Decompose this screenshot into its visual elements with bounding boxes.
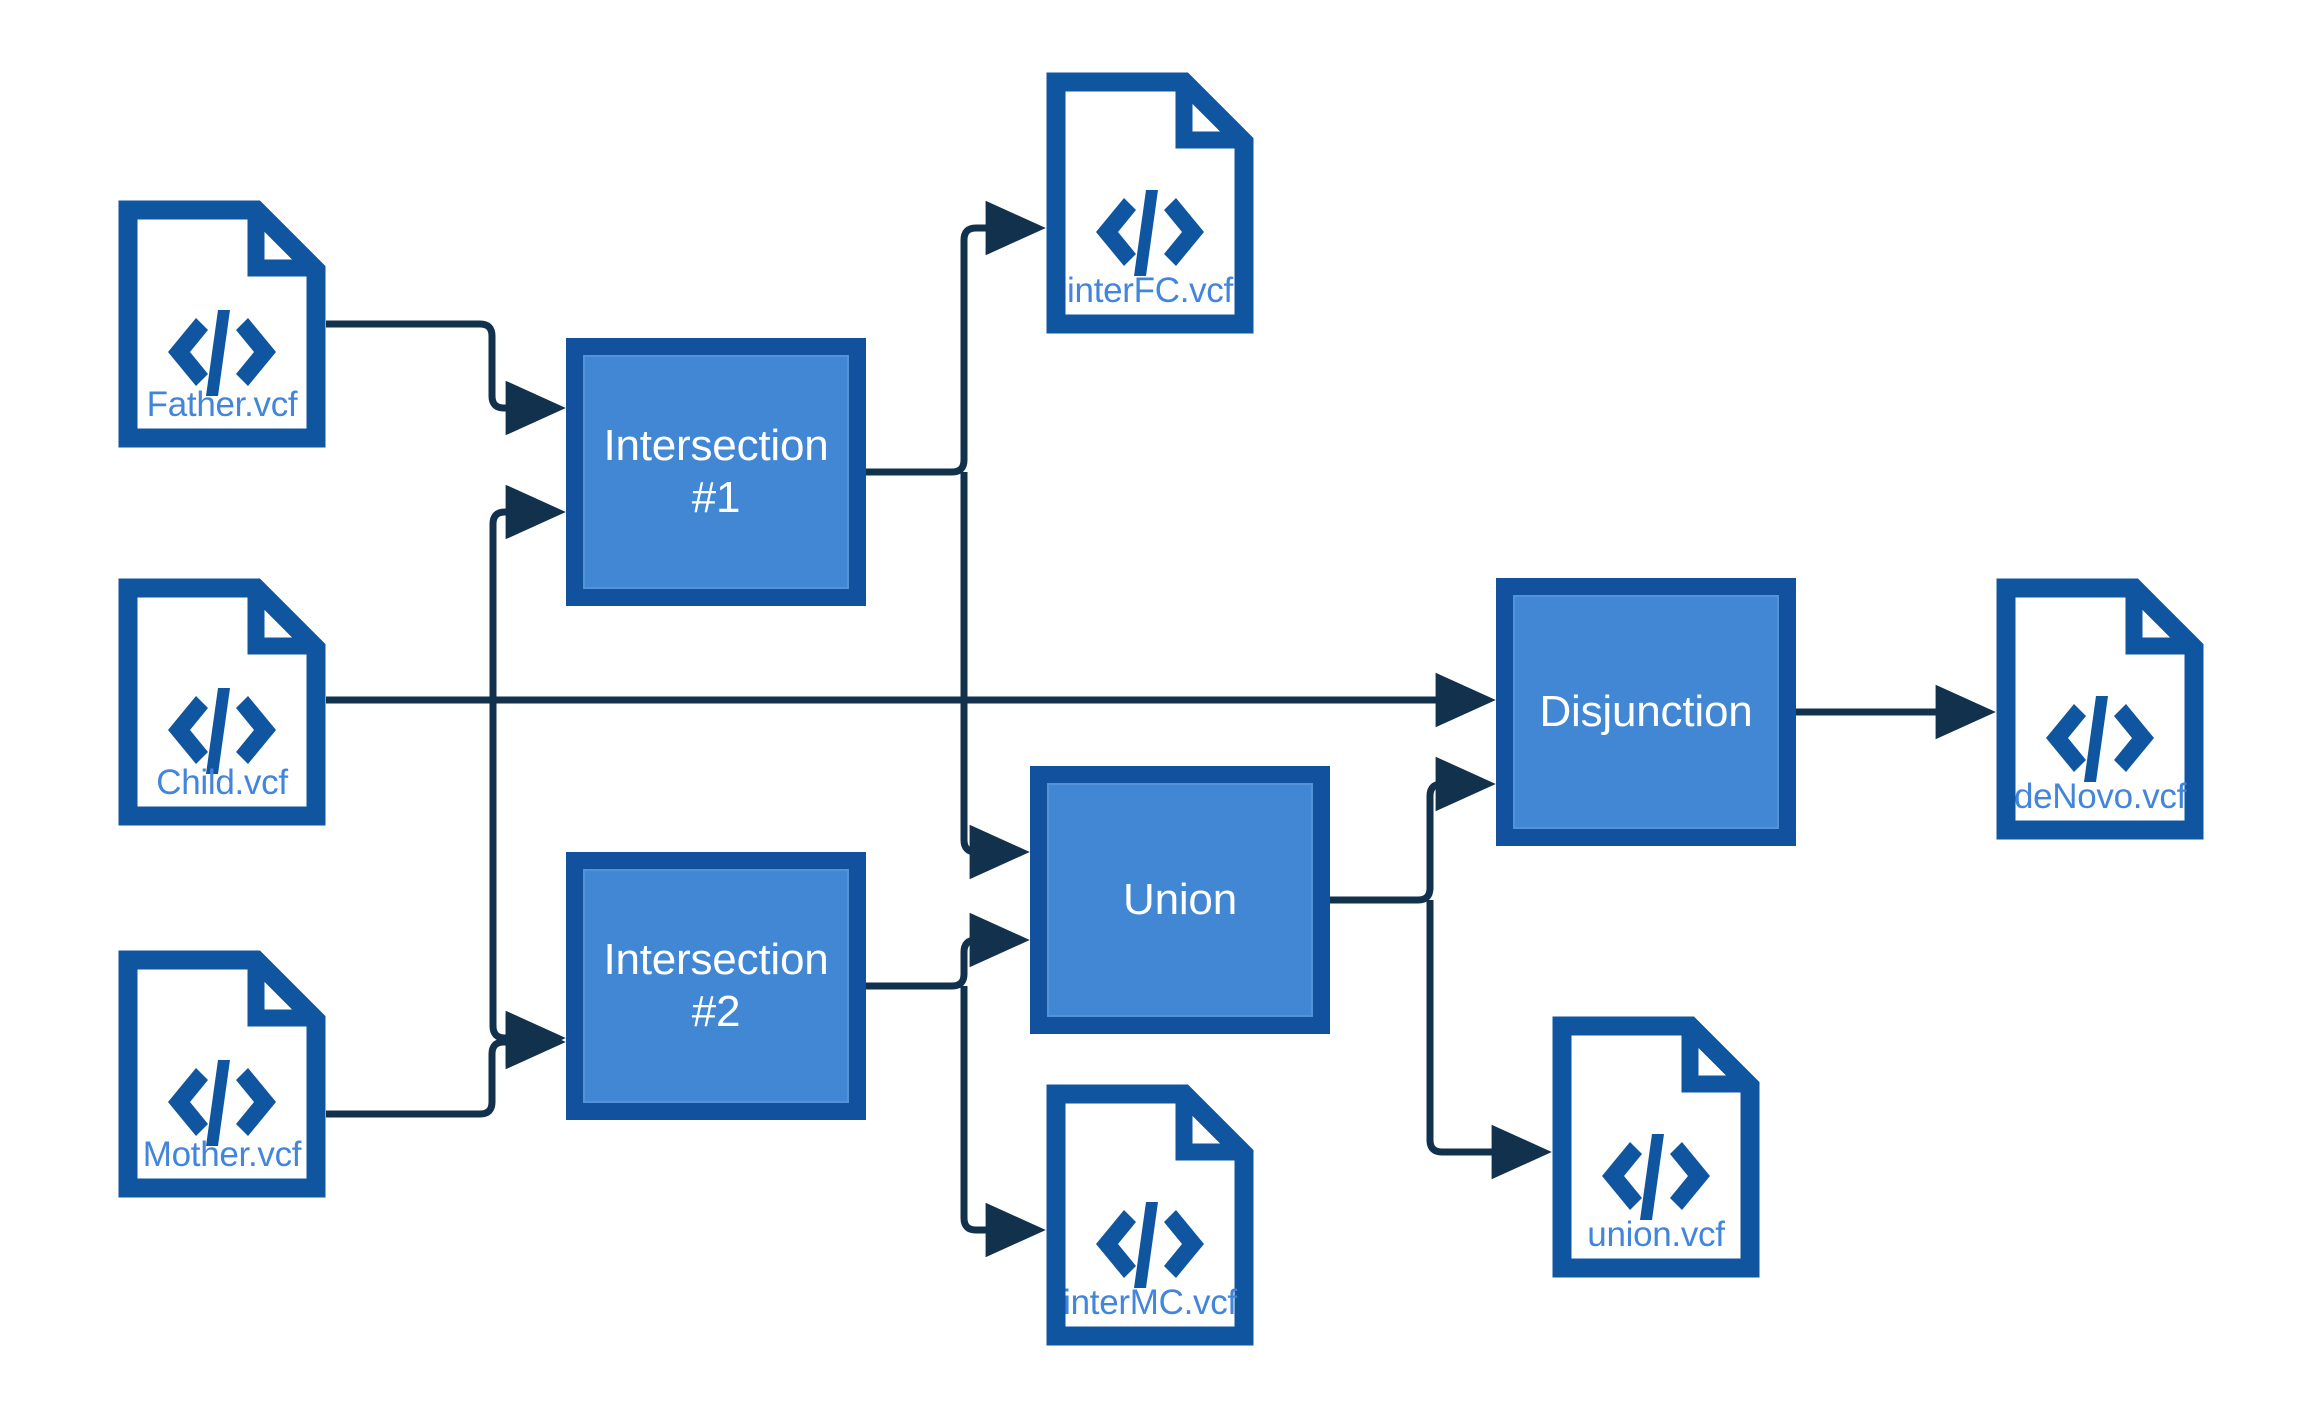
edge-intersection2-to-intermc [960, 986, 1046, 1258]
process-label: Disjunction [1539, 687, 1753, 737]
file-node-mother[interactable]: Mother.vcf [118, 950, 326, 1198]
code-file-icon [1046, 72, 1254, 334]
code-file-icon [118, 578, 326, 826]
file-label: Father.vcf [146, 385, 298, 424]
code-file-icon [118, 200, 326, 448]
process-box-intersection-2[interactable]: Intersection#2 [566, 852, 866, 1120]
file-label: interMC.vcf [1063, 1283, 1237, 1322]
file-node-father[interactable]: Father.vcf [118, 200, 326, 448]
edge-child-to-intersection1 [489, 484, 566, 700]
edge-intersection1-to-union [960, 472, 1030, 880]
code-glyph [2046, 696, 2154, 782]
file-label: union.vcf [1587, 1215, 1725, 1254]
file-node-child[interactable]: Child.vcf [118, 578, 326, 826]
file-label: interFC.vcf [1067, 271, 1233, 310]
edge-union-to-disjunction [1330, 756, 1496, 904]
file-node-intermc[interactable]: interMC.vcf [1046, 1084, 1254, 1346]
code-glyph [1602, 1134, 1710, 1220]
file-node-interfc[interactable]: interFC.vcf [1046, 72, 1254, 334]
process-label: Intersection#1 [603, 421, 829, 522]
code-file-icon [1552, 1016, 1760, 1278]
edge-union-to-unionfile [1426, 900, 1552, 1180]
file-node-denovo[interactable]: deNovo.vcf [1996, 578, 2204, 840]
edge-intersection2-to-union [866, 912, 1030, 990]
code-file-icon [1046, 1084, 1254, 1346]
file-node-union[interactable]: union.vcf [1552, 1016, 1760, 1278]
edge-child-to-intersection2 [489, 700, 566, 1066]
code-glyph [168, 310, 276, 396]
process-box-intersection-1[interactable]: Intersection#1 [566, 338, 866, 606]
code-file-icon [118, 950, 326, 1198]
edge-mother-to-intersection2 [326, 1014, 566, 1118]
file-label: Mother.vcf [142, 1135, 302, 1174]
process-box-disjunction[interactable]: Disjunction [1496, 578, 1796, 846]
file-label: deNovo.vcf [2013, 777, 2187, 816]
code-glyph [168, 688, 276, 774]
file-label: Child.vcf [156, 763, 288, 802]
process-box-union[interactable]: Union [1030, 766, 1330, 1034]
process-label: Union [1123, 875, 1237, 925]
code-glyph [1096, 190, 1204, 276]
edge-intersection1-to-interfc [866, 200, 1046, 476]
edge-father-to-intersection1 [326, 320, 566, 436]
code-glyph [1096, 1202, 1204, 1288]
code-glyph [168, 1060, 276, 1146]
process-label: Intersection#2 [603, 935, 829, 1036]
code-file-icon [1996, 578, 2204, 840]
